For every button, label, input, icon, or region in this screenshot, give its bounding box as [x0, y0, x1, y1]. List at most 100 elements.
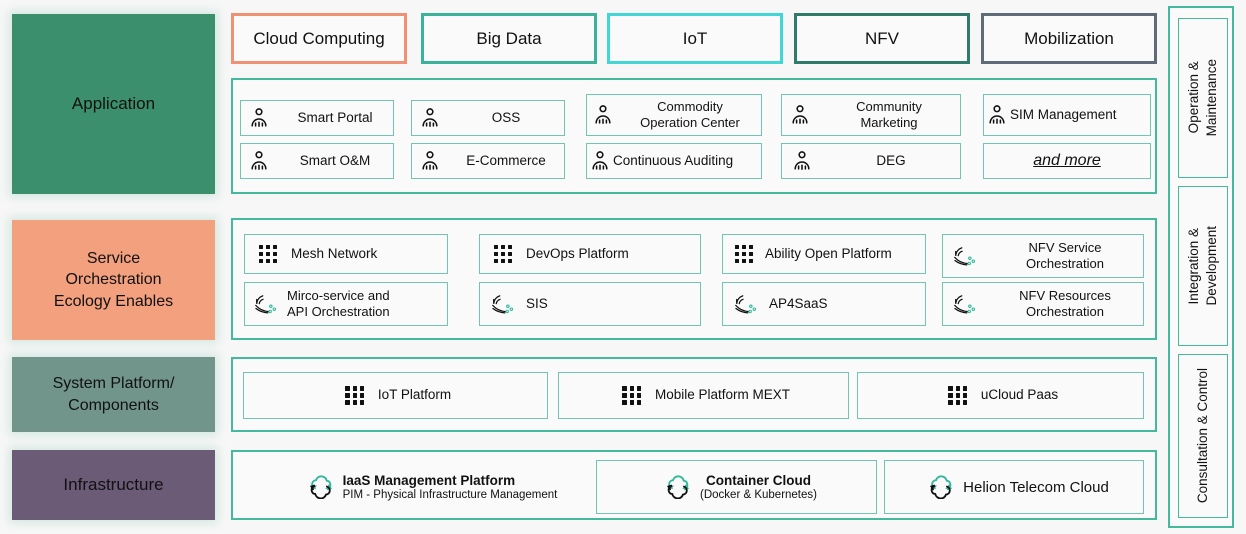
- platform-item-iot-platform[interactable]: IoT Platform: [243, 372, 548, 419]
- service-item-label: Ability Open Platform: [765, 245, 892, 261]
- layer-label-text: System Platform/ Components: [52, 375, 175, 414]
- arcs-icon: [943, 293, 987, 315]
- dot-grid-icon: [943, 386, 973, 405]
- tab-cloud-computing[interactable]: Cloud Computing: [231, 13, 407, 64]
- platform-item-mobile-platform-mext[interactable]: Mobile Platform MEXT: [558, 372, 849, 419]
- layer-label-text: Service Orchestration Ecology Enables: [53, 250, 174, 310]
- layer-label-infrastructure: Infrastructure: [12, 450, 215, 520]
- rail-item-label: Integration & Development: [1185, 226, 1219, 306]
- platform-item-ucloud-paas[interactable]: uCloud Paas: [857, 372, 1144, 419]
- app-item-sim-management[interactable]: SIM Management: [983, 94, 1151, 136]
- app-item-smart-om[interactable]: Smart O&M: [240, 143, 394, 179]
- infra-item-title: Container Cloud: [706, 473, 811, 488]
- cloud-icon: [919, 475, 963, 499]
- person-icon: [782, 104, 818, 126]
- app-item-label: OSS: [491, 109, 521, 125]
- app-item-label: Commodity Operation Center: [640, 99, 740, 130]
- app-item-label: Continuous Auditing: [613, 152, 734, 168]
- service-item-label: Mesh Network: [291, 245, 378, 261]
- person-icon: [782, 150, 822, 172]
- service-item-label: Mirco-service and API Orchestration: [287, 288, 390, 319]
- rail-item-operation-maintenance[interactable]: Operation & Maintenance: [1178, 18, 1228, 178]
- tab-label: NFV: [865, 28, 899, 48]
- layer-label-text: Infrastructure: [63, 474, 164, 494]
- service-orchestration-row-container: Mesh Network DevOps Platform Ability Ope…: [231, 218, 1157, 340]
- service-item-micro-service-api-orchestration[interactable]: Mirco-service and API Orchestration: [244, 282, 448, 326]
- right-rail-container: Operation & Maintenance Integration & De…: [1168, 6, 1234, 528]
- tab-big-data[interactable]: Big Data: [421, 13, 597, 64]
- arcs-icon: [480, 293, 526, 315]
- app-item-commodity-operation-center[interactable]: Commodity Operation Center: [586, 94, 762, 136]
- service-item-devops-platform[interactable]: DevOps Platform: [479, 234, 701, 274]
- infra-item-text: Helion Telecom Cloud: [963, 479, 1109, 496]
- dot-grid-icon: [340, 386, 370, 405]
- app-item-label: DEG: [876, 152, 906, 168]
- app-item-continuous-auditing[interactable]: Continuous Auditing: [586, 143, 762, 179]
- person-icon: [412, 107, 448, 129]
- app-item-label: Community Marketing: [856, 99, 922, 130]
- infra-item-helion-telecom-cloud[interactable]: Helion Telecom Cloud: [884, 460, 1144, 514]
- person-icon: [984, 104, 1010, 126]
- rail-item-label: Consultation & Control: [1194, 368, 1210, 504]
- cloud-icon: [656, 475, 700, 499]
- service-item-label: DevOps Platform: [526, 245, 629, 261]
- service-item-label: SIS: [526, 295, 548, 311]
- cloud-icon: [299, 475, 343, 499]
- layer-label-system-platform: System Platform/ Components: [12, 357, 215, 432]
- tab-nfv[interactable]: NFV: [794, 13, 970, 64]
- service-item-nfv-resources-orchestration[interactable]: NFV Resources Orchestration: [942, 282, 1144, 326]
- platform-item-label: uCloud Paas: [980, 387, 1059, 403]
- layer-label-application: Application: [12, 14, 215, 194]
- tab-label: Big Data: [476, 28, 542, 48]
- app-item-deg[interactable]: DEG: [781, 143, 961, 179]
- tab-mobilization[interactable]: Mobilization: [981, 13, 1157, 64]
- service-item-sis[interactable]: SIS: [479, 282, 701, 326]
- infra-item-iaas-management-platform[interactable]: IaaS Management Platform PIM - Physical …: [263, 460, 593, 514]
- rail-item-consultation-control[interactable]: Consultation & Control: [1178, 354, 1228, 518]
- arcs-icon: [723, 293, 769, 315]
- platform-item-label: Mobile Platform MEXT: [654, 387, 791, 403]
- arcs-icon: [245, 293, 287, 315]
- app-item-and-more[interactable]: and more: [983, 143, 1151, 179]
- app-item-e-commerce[interactable]: E-Commerce: [411, 143, 565, 179]
- person-icon: [587, 104, 619, 126]
- dot-grid-icon: [723, 244, 765, 264]
- service-item-label: NFV Resources Orchestration: [1019, 288, 1111, 319]
- person-icon: [587, 150, 613, 172]
- app-item-label: and more: [1033, 152, 1101, 170]
- application-row-container: Smart Portal OSS Commodity Operation Cen…: [231, 78, 1157, 194]
- service-item-label: NFV Service Orchestration: [1025, 240, 1105, 271]
- dot-grid-icon: [245, 244, 291, 264]
- rail-item-integration-development[interactable]: Integration & Development: [1178, 186, 1228, 346]
- service-item-nfv-service-orchestration[interactable]: NFV Service Orchestration: [942, 234, 1144, 278]
- tab-label: Cloud Computing: [253, 28, 385, 48]
- rail-item-label: Operation & Maintenance: [1185, 59, 1219, 137]
- dot-grid-icon: [617, 386, 647, 405]
- platform-item-label: IoT Platform: [377, 387, 452, 403]
- infra-item-container-cloud[interactable]: Container Cloud (Docker & Kubernetes): [596, 460, 877, 514]
- app-item-label: E-Commerce: [466, 152, 546, 168]
- tab-iot[interactable]: IoT: [607, 13, 783, 64]
- layer-label-service-orchestration: Service Orchestration Ecology Enables: [12, 220, 215, 340]
- app-item-label: Smart O&M: [299, 152, 371, 168]
- service-item-mesh-network[interactable]: Mesh Network: [244, 234, 448, 274]
- layer-label-text: Application: [71, 93, 156, 113]
- dot-grid-icon: [480, 244, 526, 264]
- app-item-oss[interactable]: OSS: [411, 100, 565, 136]
- person-icon: [241, 107, 277, 129]
- arcs-icon: [943, 245, 987, 267]
- app-item-community-marketing[interactable]: Community Marketing: [781, 94, 961, 136]
- app-item-label: Smart Portal: [297, 109, 373, 125]
- infra-item-text: IaaS Management Platform PIM - Physical …: [343, 473, 558, 501]
- infra-item-text: Container Cloud (Docker & Kubernetes): [700, 473, 817, 501]
- tab-label: IoT: [682, 28, 708, 48]
- service-item-ability-open-platform[interactable]: Ability Open Platform: [722, 234, 926, 274]
- infra-item-title: Helion Telecom Cloud: [963, 478, 1109, 496]
- app-item-smart-portal[interactable]: Smart Portal: [240, 100, 394, 136]
- service-item-ap4saas[interactable]: AP4SaaS: [722, 282, 926, 326]
- tab-label: Mobilization: [1024, 28, 1114, 48]
- service-item-label: AP4SaaS: [769, 295, 828, 311]
- app-item-label: SIM Management: [1010, 106, 1117, 122]
- infra-item-subtitle: (Docker & Kubernetes): [700, 489, 817, 501]
